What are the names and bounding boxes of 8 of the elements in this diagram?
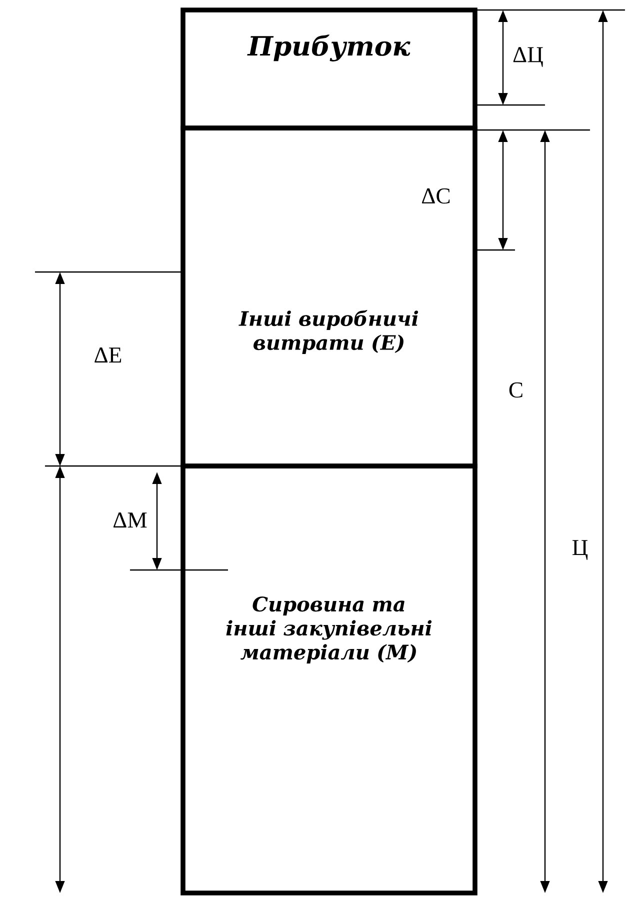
dimension-label: Ц xyxy=(570,538,590,562)
box: Сировина та інші закупівельні матеріали (М) xyxy=(180,464,478,896)
dimension-label: ΔЕ xyxy=(92,346,124,364)
dimension-label: С xyxy=(507,381,525,399)
dimension-label: ΔМ xyxy=(111,511,149,529)
box: Прибуток xyxy=(180,8,478,130)
dimension-label: ΔЦ xyxy=(511,46,545,68)
dimension-label: ΔС xyxy=(420,187,452,205)
